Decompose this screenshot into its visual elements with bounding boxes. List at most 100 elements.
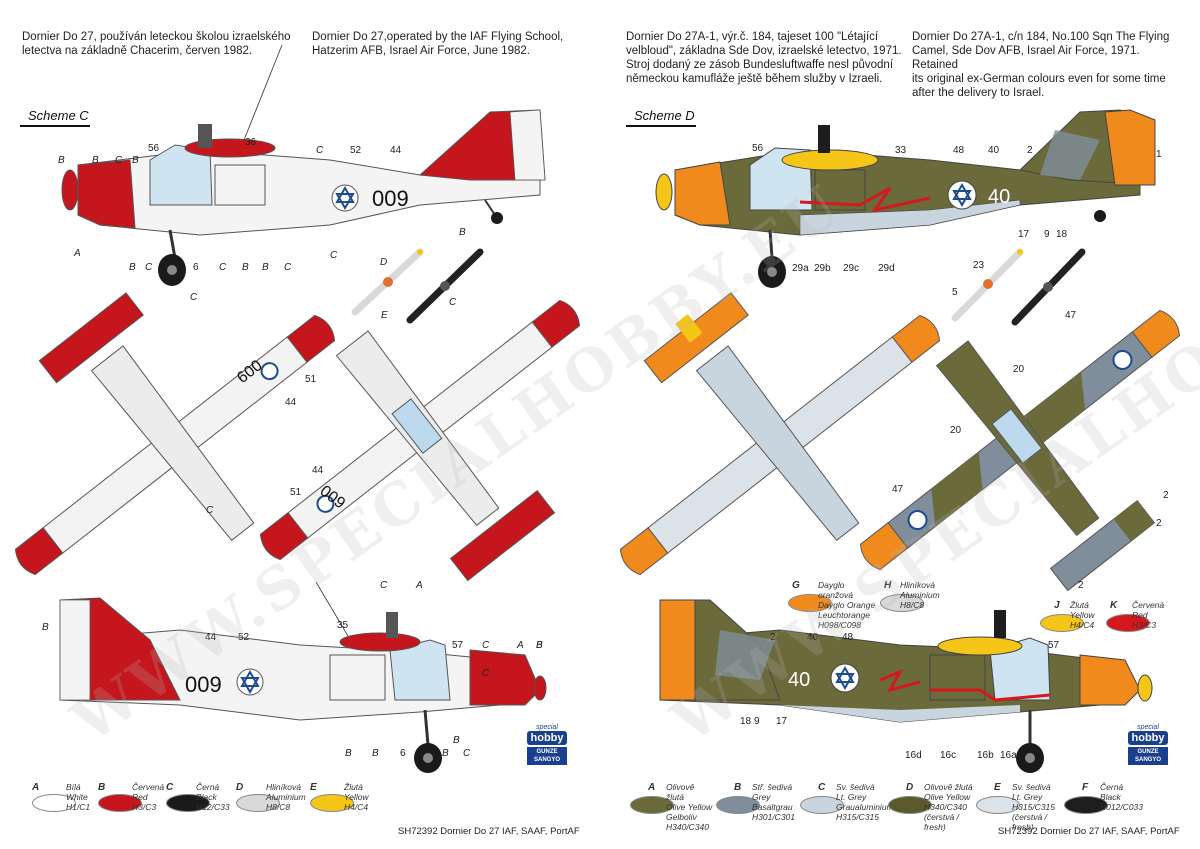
scheme-d-side-view-top	[655, 109, 1156, 288]
decal-number: 56	[752, 143, 764, 154]
brand-gunze: GUNZE SANGYO	[1128, 747, 1168, 765]
colour-name-en: White	[66, 792, 88, 802]
colour-name-cz: Červená	[132, 782, 165, 792]
brand-hobby: hobby	[1128, 731, 1168, 745]
colour-swatch	[976, 796, 1020, 814]
colour-note: (čerstvá / fresh)	[1012, 812, 1047, 832]
colour-name-cz: Stř. šedivá	[752, 782, 793, 792]
colour-letter: B	[98, 782, 106, 793]
right-brand-logo: special hobby GUNZE SANGYO	[1128, 724, 1168, 765]
colour-letter: A	[32, 782, 40, 793]
colour-letter: B	[734, 782, 742, 793]
callout: A	[517, 640, 524, 651]
callout: 6	[193, 262, 199, 273]
colour-code: H315/C315	[1012, 802, 1056, 812]
colour-swatch	[888, 796, 932, 814]
callout: 6	[400, 748, 406, 759]
colour-name-en: Red	[132, 792, 148, 802]
colour-name-en: Black	[1100, 792, 1121, 802]
colour-name-de: Basaltgrau	[752, 802, 793, 812]
colour-code: H12/C33	[196, 802, 230, 812]
decal-number: 51	[305, 374, 317, 385]
colour-name-cz: Hliníková	[900, 580, 935, 590]
colour-swatch	[1040, 614, 1084, 632]
left-artwork: 009 009 009	[14, 44, 581, 773]
colour-name-de: Graualuminium	[836, 802, 894, 812]
decal-number: 2	[1027, 145, 1033, 156]
scheme-c-serial-bottom: 009	[185, 672, 222, 697]
decal-number: 20	[950, 425, 962, 436]
colour-letter: F	[1082, 782, 1089, 793]
decal-number: 2	[1078, 580, 1084, 591]
callout: B	[442, 748, 449, 759]
decal-number: 29c	[843, 263, 860, 274]
colour-letter: J	[1054, 600, 1060, 611]
decal-number: 20	[1013, 364, 1025, 375]
decal-number: 33	[895, 145, 907, 156]
colour-swatch	[788, 594, 832, 612]
colour-swatch	[1064, 796, 1108, 814]
right-footer: SH72392 Dornier Do 27 IAF, SAAF, PortAF	[998, 826, 1180, 837]
decal-number: 44	[390, 145, 402, 156]
colour-letter: K	[1110, 600, 1118, 611]
callout: B	[372, 748, 379, 759]
callout: C	[206, 505, 214, 516]
colour-code: H315/C315	[836, 812, 880, 822]
colour-name-en: Aluminium	[266, 792, 306, 802]
decal-number: 48	[842, 632, 854, 643]
callout: C	[482, 640, 490, 651]
callout: C	[190, 292, 198, 303]
callout: C	[482, 668, 490, 679]
scheme-d-underside-plan	[619, 292, 941, 576]
decal-number: 44	[285, 397, 297, 408]
colour-name-de: Leuchtorange	[818, 610, 870, 620]
scheme-d-side-view-bottom	[659, 599, 1153, 773]
brand-special: special	[1137, 724, 1159, 731]
decal-number: 48	[953, 145, 965, 156]
colour-code: H098/C098	[818, 620, 862, 630]
scheme-c-serial-top: 009	[372, 186, 409, 211]
right-scheme-underline	[626, 125, 696, 127]
colour-name-en: Yellow	[1070, 610, 1095, 620]
colour-name-cz: Černá	[1100, 782, 1124, 792]
colour-name-cz: Olivově žlutá	[924, 782, 973, 792]
colour-note: (čerstvá / fresh)	[924, 812, 959, 832]
colour-name-cz: Olivově žlutá	[666, 782, 695, 802]
decal-number: 17	[1018, 229, 1030, 240]
colour-code: H8/C8	[900, 600, 925, 610]
callout: B	[459, 227, 466, 238]
colour-name-cz: Bílá	[66, 782, 81, 792]
right-description-cz: Dornier Do 27A-1, výr.č. 184, tajeset 10…	[626, 31, 902, 85]
colour-name-cz: Sv. šedivá	[1012, 782, 1051, 792]
callout: C	[115, 155, 123, 166]
callout: C	[316, 145, 324, 156]
callout: B	[262, 262, 269, 273]
colour-name-cz: Žlutá	[344, 782, 363, 792]
decal-number: 9	[1044, 229, 1050, 240]
callout: A	[416, 580, 423, 591]
decal-number: 17	[776, 716, 788, 727]
colour-letter: H	[884, 580, 892, 591]
decal-number: 29a	[792, 263, 809, 274]
callout: C	[463, 748, 471, 759]
colour-name-en: Red	[1132, 610, 1148, 620]
callout: B	[92, 155, 99, 166]
brand-gunze: GUNZE SANGYO	[527, 747, 567, 765]
colour-swatch	[800, 796, 844, 814]
decal-number: 57	[452, 640, 464, 651]
callout: C	[284, 262, 292, 273]
left-scheme-underline	[20, 125, 90, 127]
decal-number: 36	[245, 137, 257, 148]
colour-name-en: Dayglo Orange	[818, 600, 876, 610]
left-description-en: Dornier Do 27,operated by the IAF Flying…	[312, 31, 564, 57]
colour-name-en: Grey	[752, 792, 771, 802]
